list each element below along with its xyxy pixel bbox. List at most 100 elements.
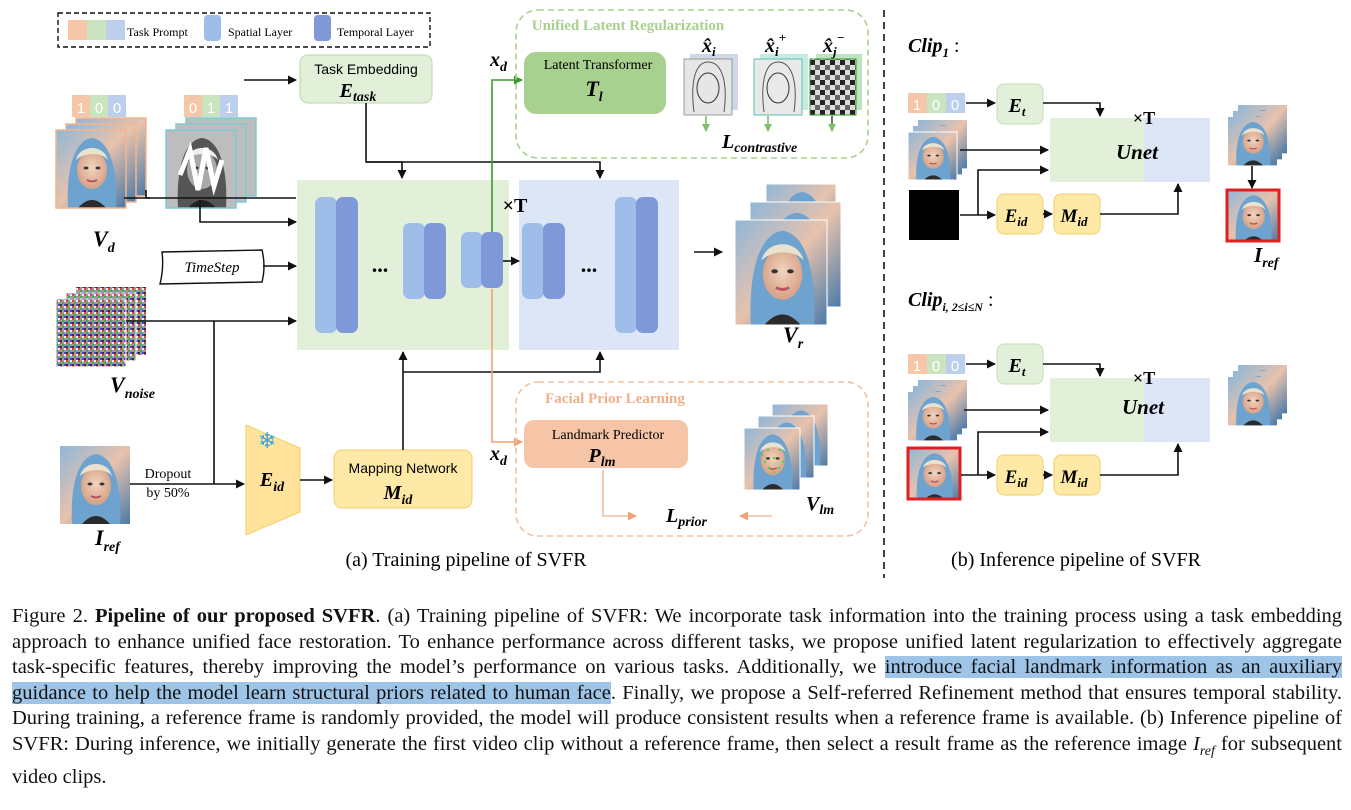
decoder-dots: ...	[581, 252, 598, 277]
caption-title: Pipeline of our proposed SVFR	[95, 605, 376, 627]
task-embedding-title: Task Embedding	[314, 61, 418, 77]
clip1-unet-label: Unet	[1116, 140, 1159, 164]
vr-frames	[733, 183, 843, 327]
vnoise-frames	[55, 287, 146, 368]
vnoise-label: Vnoise	[110, 372, 155, 402]
clip1-label: Clip1 :	[908, 35, 960, 60]
clip1-input-frames	[907, 119, 968, 182]
dropout-text-2: by 50%	[146, 486, 190, 501]
clip1-arrows	[960, 98, 1257, 220]
ulr-title: Unified Latent Regularization	[532, 18, 725, 34]
task-bit: 1	[913, 358, 921, 375]
xi-plus-sketch-image	[753, 54, 808, 116]
fpl-title: Facial Prior Learning	[545, 391, 685, 407]
clip1-times-t: ×T	[1133, 108, 1155, 128]
task-bit: 1	[77, 100, 85, 117]
clipi-et-label: Et	[1008, 355, 1026, 379]
task-embedding-box: Task Embedding Etask	[299, 54, 433, 105]
vd-label: Vd	[93, 226, 116, 256]
l-contrastive-label: Lcontrastive	[721, 131, 797, 156]
xj-minus-label: x̂j−	[822, 30, 845, 59]
task-prompt-swatch-red	[68, 20, 87, 40]
inference-subfigure-label: (b) Inference pipeline of SVFR	[951, 549, 1202, 571]
eid-encoder: ❄ Eid	[245, 424, 301, 536]
encoder-dots: ...	[372, 252, 389, 277]
clipi-mid-box: Mid	[1053, 454, 1101, 496]
training-arrows	[124, 75, 723, 489]
clipi-reference-frame	[906, 446, 962, 501]
clip1-selected-reference	[1225, 188, 1281, 243]
vd-gray-frames	[165, 117, 257, 209]
task-bit: 0	[932, 358, 940, 375]
clip1-eid-label: Eid	[1004, 206, 1028, 229]
mapping-network-title: Mapping Network	[349, 460, 459, 476]
task-prompt-a: 1 0 0	[72, 95, 126, 117]
clipi-unet: Unet ×T	[1050, 368, 1210, 442]
task-bit: 1	[225, 100, 233, 117]
task-prompt-swatch-green	[87, 20, 106, 40]
task-bit: 1	[207, 100, 215, 117]
decoder-layers: ...	[522, 197, 658, 333]
xj-minus-pixel-image	[809, 54, 862, 116]
xd-to-transformer-arrow	[491, 75, 523, 232]
clip1-unet: Unet ×T	[1050, 108, 1210, 182]
latent-transformer-symbol: Tl	[585, 76, 602, 105]
clip1-output-frames	[1227, 104, 1288, 167]
landmark-predictor-title: Landmark Predictor	[552, 428, 665, 443]
task-bit: 0	[951, 358, 959, 375]
clipi-times-t: ×T	[1133, 368, 1155, 388]
clipi-mid-label: Mid	[1059, 467, 1088, 490]
vr-label: Vr	[783, 322, 804, 352]
legend-spatial-layer: Spatial Layer	[228, 25, 292, 39]
timestep-label: TimeStep	[185, 260, 240, 276]
xd-label-bottom: xd	[489, 443, 508, 469]
l-prior-label: Lprior	[665, 505, 708, 530]
clip1-mid-label: Mid	[1059, 206, 1088, 229]
training-subfigure-label: (a) Training pipeline of SVFR	[345, 549, 587, 571]
caption-text-1: . (a) Training pipeline of SVFR: We inco…	[12, 605, 1343, 679]
clip1-iref-label: Iref	[1253, 243, 1280, 271]
iref-label: Iref	[94, 525, 121, 555]
latent-transformer-title: Latent Transformer	[544, 58, 653, 73]
clipi-output-frames	[1227, 364, 1288, 427]
vlm-label: Vlm	[806, 493, 834, 518]
task-bit: 1	[913, 97, 921, 114]
frozen-snowflake-icon: ❄	[258, 428, 276, 453]
vd-color-frames	[55, 117, 147, 209]
caption-text-3: for subsequent video clips.	[12, 732, 1342, 788]
clipi-et-box: Et	[996, 343, 1044, 385]
figure-diagram: Task Prompt Spatial Layer Temporal Layer…	[55, 9, 1288, 578]
clip1-et-box: Et	[996, 83, 1044, 125]
task-bit: 0	[113, 100, 121, 117]
vlm-landmark-frames	[743, 403, 829, 492]
clip1-black-reference	[909, 190, 959, 240]
caption-math-iref: Iref	[1192, 732, 1215, 760]
clipi-unet-label: Unet	[1122, 395, 1165, 419]
clipi-eid-label: Eid	[1004, 467, 1028, 490]
clip1-eid-box: Eid	[996, 193, 1044, 235]
clipi-eid-box: Eid	[996, 454, 1044, 496]
task-embedding-symbol: Etask	[339, 80, 377, 105]
clipi-label: Clipi, 2≤i≤N :	[908, 289, 994, 314]
xd-to-landmark-arrow	[491, 289, 523, 447]
task-bit: 0	[189, 100, 197, 117]
task-bit: 0	[95, 100, 103, 117]
xi-label: x̂i	[701, 35, 716, 59]
xi-sketch-image	[683, 54, 738, 116]
encoder-layers: ...	[315, 197, 503, 333]
dropout-text-1: Dropout	[145, 467, 192, 482]
spatial-layer-swatch	[204, 15, 221, 41]
facial-prior-learning-panel: Facial Prior Learning Landmark Predictor…	[515, 381, 869, 537]
mapping-network-symbol: Mid	[383, 482, 414, 508]
clip1-mid-box: Mid	[1053, 193, 1101, 235]
task-bit: 0	[932, 97, 940, 114]
clipi-task-prompt: 1 0 0	[908, 354, 965, 375]
xd-label-top: xd	[489, 49, 508, 75]
temporal-layer-swatch	[314, 15, 331, 41]
clip1-task-prompt: 1 0 0	[908, 93, 965, 114]
legend: Task Prompt Spatial Layer Temporal Layer	[57, 12, 431, 48]
task-prompt-b: 0 1 1	[184, 95, 238, 117]
task-bit: 0	[951, 97, 959, 114]
unified-latent-regularization-panel: Unified Latent Regularization Latent Tra…	[515, 9, 869, 159]
landmark-predictor-symbol: Plm	[588, 445, 616, 470]
